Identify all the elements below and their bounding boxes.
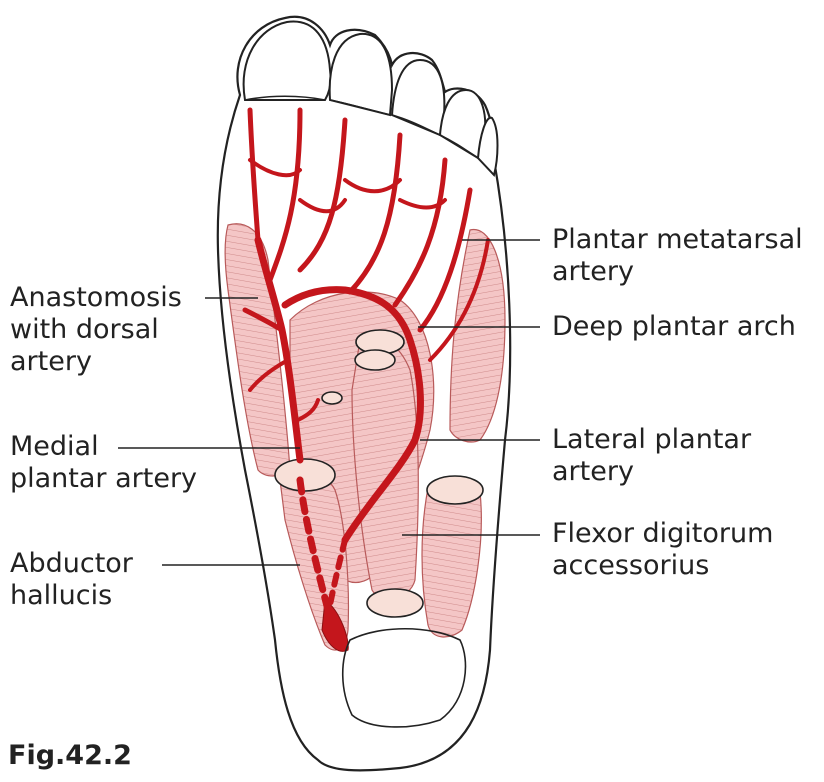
label-lateral-plantar-artery: Lateral plantar artery — [552, 424, 751, 488]
distal-red-blob — [321, 599, 349, 652]
third-toe — [390, 58, 446, 137]
artery-twig-3 — [296, 398, 320, 422]
artery-web-4 — [398, 198, 447, 210]
artery-branch-6 — [417, 187, 473, 333]
artery-web-3 — [343, 178, 402, 194]
tendon-end-bottom — [366, 588, 424, 618]
tendon-ends — [274, 329, 484, 618]
label-line: plantar artery — [10, 463, 198, 494]
label-line: artery — [552, 456, 634, 487]
artery-twig-2 — [248, 358, 290, 392]
label-line: Abductor — [10, 548, 133, 579]
heel-inner-outline — [341, 628, 467, 728]
tendon-end-upper-2 — [354, 349, 396, 371]
fifth-toe — [476, 116, 499, 177]
label-line: Anastomosis — [10, 282, 182, 313]
flexor-digitorum-accessorius-muscle — [351, 336, 419, 600]
artery-branch-7 — [428, 238, 490, 362]
artery-branch-4 — [347, 132, 403, 295]
label-medial-plantar-artery: Medial plantar artery — [10, 431, 197, 495]
label-line: accessorius — [552, 550, 710, 581]
toe-creases — [244, 95, 479, 159]
label-line: artery — [552, 256, 634, 287]
label-abductor-hallucis: Abductor hallucis — [10, 548, 133, 612]
artery-web-2 — [298, 198, 347, 214]
arteries — [242, 107, 490, 614]
figure-caption: Fig.42.2 — [8, 740, 132, 771]
artery-web-1 — [248, 158, 302, 178]
label-deep-plantar-arch: Deep plantar arch — [552, 311, 796, 343]
artery-dashed-course — [296, 476, 332, 614]
label-line: artery — [10, 346, 92, 377]
artery-branch-1 — [247, 107, 261, 243]
artery-twig-1 — [242, 307, 285, 333]
tendon-end-medial — [274, 458, 336, 492]
tendon-end-right — [426, 475, 484, 505]
leader-lines — [118, 239, 540, 566]
label-line: Deep plantar arch — [552, 311, 796, 342]
label-line: with dorsal — [10, 314, 159, 345]
artery-branch-5 — [392, 157, 448, 308]
label-line: Medial — [10, 431, 99, 462]
label-anastomosis: Anastomosis with dorsal artery — [10, 282, 182, 378]
artery-branch-3 — [297, 117, 348, 273]
label-line: Flexor digitorum — [552, 518, 774, 549]
tendon-end-thin — [321, 391, 343, 405]
label-line: Lateral plantar — [552, 424, 752, 455]
label-line: hallucis — [10, 580, 113, 611]
toes — [242, 20, 499, 177]
label-line: Plantar metatarsal — [552, 224, 803, 255]
label-flexor-digitorum-accessorius: Flexor digitorum accessorius — [552, 518, 773, 582]
second-toe — [328, 32, 394, 117]
lateral-plantar-artery — [281, 286, 424, 544]
artery-dashed-course-2 — [327, 537, 348, 608]
artery-branch-2 — [267, 107, 303, 283]
label-plantar-metatarsal-artery: Plantar metatarsal artery — [552, 224, 803, 288]
